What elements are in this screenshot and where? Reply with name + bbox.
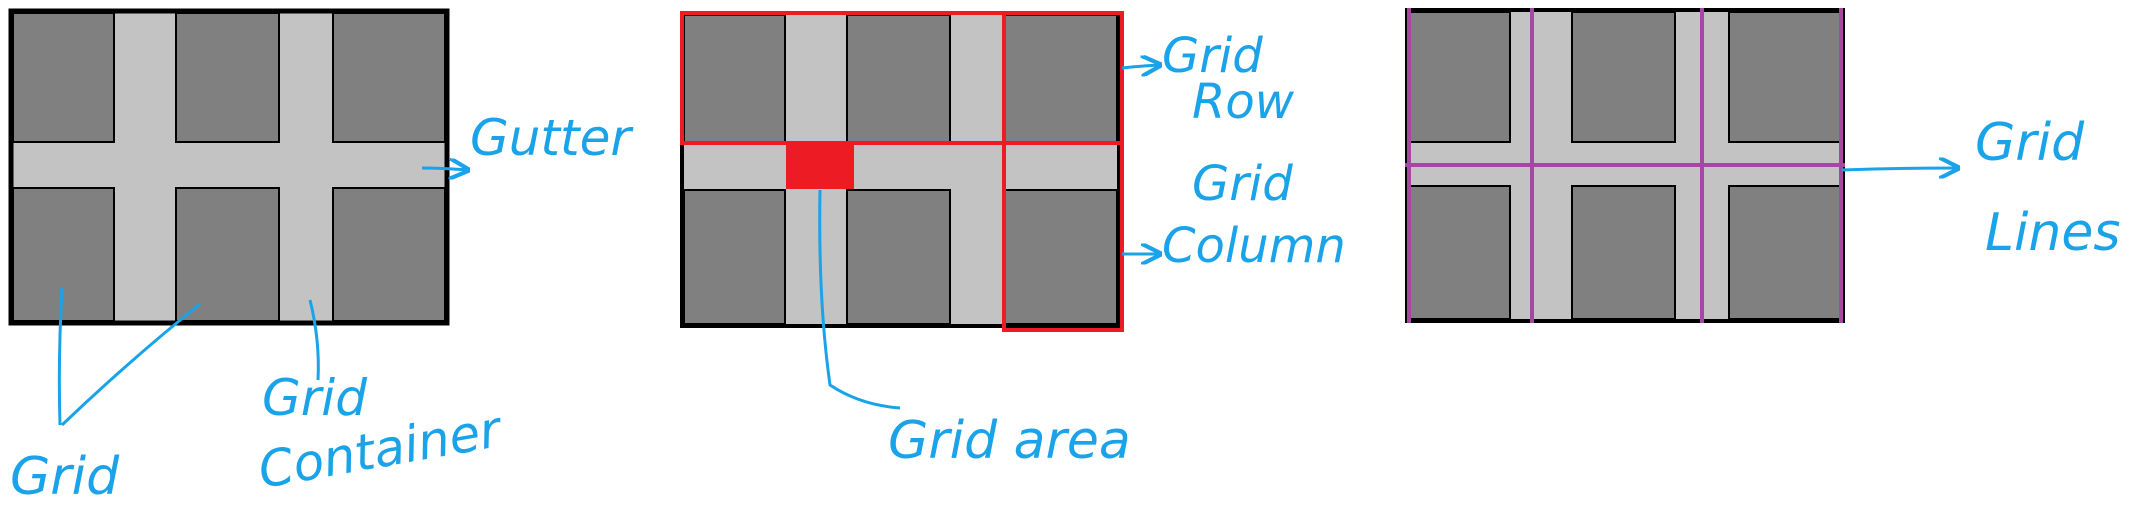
grid-item	[846, 189, 951, 325]
grid-container-label-line1: Grid	[262, 369, 367, 427]
grid-row-arrow	[1121, 65, 1160, 68]
grid-lines-label-line2: Lines	[1985, 203, 2120, 263]
grid-column-label-line2: Column	[1162, 218, 1346, 274]
grid-item	[1408, 11, 1511, 143]
panel-grid-lines: Grid Lines	[1405, 8, 2120, 323]
grid-row-label-line1: Grid	[1162, 28, 1263, 84]
grid-column-highlight	[1002, 11, 1124, 332]
gutter-arrow	[421, 168, 468, 170]
grid-item	[12, 187, 115, 322]
grid-item	[1728, 185, 1842, 320]
grid-row-label-line2: Row	[1192, 74, 1295, 130]
grid-item	[332, 187, 446, 322]
grid-item	[332, 12, 446, 143]
grid-item	[1003, 189, 1118, 325]
panel-grid-row-column-area: Grid Row Grid Column Grid area	[680, 11, 1346, 471]
grid-pointer-line-1	[57, 287, 64, 426]
grid-item	[1571, 11, 1676, 143]
panel-grid-container: Gutter Grid Grid Container	[8, 8, 634, 506]
grid-item	[1003, 14, 1118, 143]
grid-pointer-line-2	[60, 302, 201, 427]
grid-label: Grid	[10, 447, 120, 506]
grid-item	[846, 14, 951, 143]
grid-area-label: Grid area	[888, 411, 1131, 471]
grid-item	[175, 12, 280, 143]
grid-item	[683, 189, 786, 325]
grid-item	[1408, 185, 1511, 320]
gutter-label: Gutter	[470, 109, 634, 167]
grid-area-pointer-line	[818, 189, 901, 410]
grid-container-border	[8, 8, 450, 326]
grid-item	[12, 12, 115, 143]
grid-column-label-line1: Grid	[1192, 156, 1293, 212]
grid-item	[175, 187, 280, 322]
grid-item	[1728, 11, 1842, 143]
grid-container-pointer-line	[308, 299, 320, 381]
grid-item	[683, 14, 786, 143]
grid-lines-arrow	[1841, 168, 1958, 170]
grid-area-highlight	[786, 142, 854, 189]
grid-lines-label-line1: Grid	[1975, 113, 2085, 173]
grid-item	[1571, 185, 1676, 320]
